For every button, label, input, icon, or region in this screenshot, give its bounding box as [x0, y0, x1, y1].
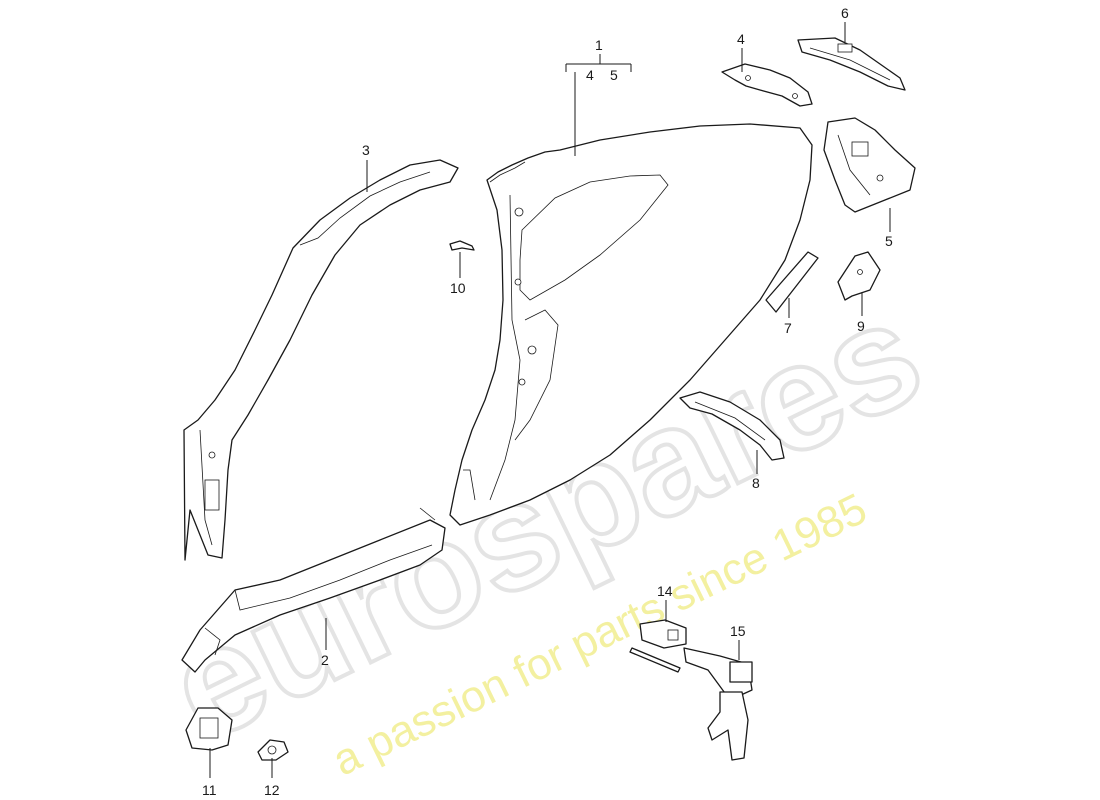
- callout-numbers: 1 4 5 2 3 4 5 6 7 8 9 10 11 12 14 15: [202, 5, 893, 798]
- callout-6: 6: [841, 5, 849, 21]
- part-3-a-pillar-rail: [183, 159, 459, 561]
- callout-2: 2: [321, 652, 329, 668]
- callout-9: 9: [857, 318, 865, 334]
- callout-11: 11: [202, 782, 217, 798]
- part-2-side-sill: [181, 507, 446, 673]
- part-4-bracket: [721, 63, 813, 107]
- callout-1-sub-4: 4: [586, 67, 594, 83]
- callout-10: 10: [450, 280, 466, 296]
- callout-8: 8: [752, 475, 760, 491]
- callout-5: 5: [885, 233, 893, 249]
- part-14-adhesive-cartridge: [629, 619, 687, 673]
- part-9-bracket: [837, 251, 881, 301]
- callout-14: 14: [657, 583, 673, 599]
- callout-15: 15: [730, 623, 746, 639]
- callout-7: 7: [784, 320, 792, 336]
- part-10-clip: [449, 240, 475, 251]
- part-11-cap: [185, 707, 233, 751]
- part-5-inner-bracket: [823, 117, 916, 213]
- part-12-grommet: [257, 739, 289, 761]
- part-8-wheelhouse-panel: [679, 391, 785, 461]
- callout-1: 1: [595, 37, 603, 53]
- part-6-reinforcement: [797, 37, 906, 91]
- leader-lines: [209, 22, 891, 778]
- callout-3: 3: [362, 142, 370, 158]
- part-15-dispensing-gun: [683, 647, 753, 761]
- callout-12: 12: [264, 782, 280, 798]
- callout-4: 4: [737, 31, 745, 47]
- part-7-strip: [765, 251, 819, 313]
- callout-1-sub-5: 5: [610, 67, 618, 83]
- part-1-quarter-panel: [449, 123, 813, 526]
